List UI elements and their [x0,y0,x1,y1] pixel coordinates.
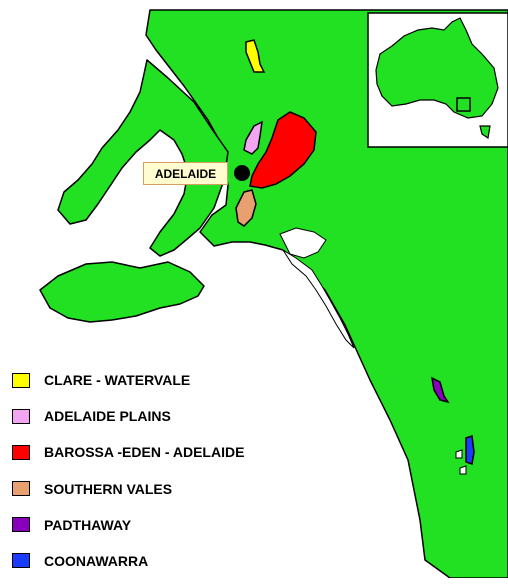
region-padthaway [431,376,450,404]
legend-item-barossa-eden-adelaide: BAROSSA -EDEN - ADELAIDE [12,439,342,465]
legend-label: CLARE - WATERVALE [44,372,191,388]
legend-item-coonawarra: COONAWARRA [12,548,342,574]
region-coonawarra [465,434,475,465]
legend-swatch [12,517,30,533]
lake-alexandrina [279,227,327,259]
legend-item-adelaide-plains: ADELAIDE PLAINS [12,403,342,429]
region-southern-vales [235,189,257,227]
region-barossa-eden-adelaide [249,111,317,189]
kangaroo-island [39,261,205,323]
legend-label: PADTHAWAY [44,516,132,533]
legend-item-southern-vales: SOUTHERN VALES [12,476,342,502]
legend-swatch [12,481,30,497]
adelaide-marker[interactable] [234,165,250,181]
legend-item-clare-watervale: CLARE - WATERVALE [12,367,342,393]
inset-tasmania [479,125,491,140]
inset-map [367,12,508,148]
small-lake [459,465,467,475]
legend-label: BAROSSA -EDEN - ADELAIDE [44,444,245,461]
inset-australia [375,17,499,119]
coorong-lagoon [282,249,355,349]
region-adelaide-plains [243,120,263,155]
yorke-peninsula [57,59,229,257]
legend-swatch [12,408,30,424]
region-clare-watervale [245,39,266,73]
legend-label: SOUTHERN VALES [44,480,173,497]
small-lake [455,449,463,459]
legend-label: COONAWARRA [44,552,149,569]
city-label-adelaide: ADELAIDE [143,162,228,185]
legend: CLARE - WATERVALE ADELAIDE PLAINS BAROSS… [12,367,342,584]
legend-swatch [12,444,30,460]
legend-label: ADELAIDE PLAINS [44,408,171,425]
legend-item-padthaway: PADTHAWAY [12,512,342,538]
legend-swatch [12,372,30,388]
mainland [145,9,508,578]
inset-locator-box [456,97,471,112]
legend-swatch [12,553,30,569]
